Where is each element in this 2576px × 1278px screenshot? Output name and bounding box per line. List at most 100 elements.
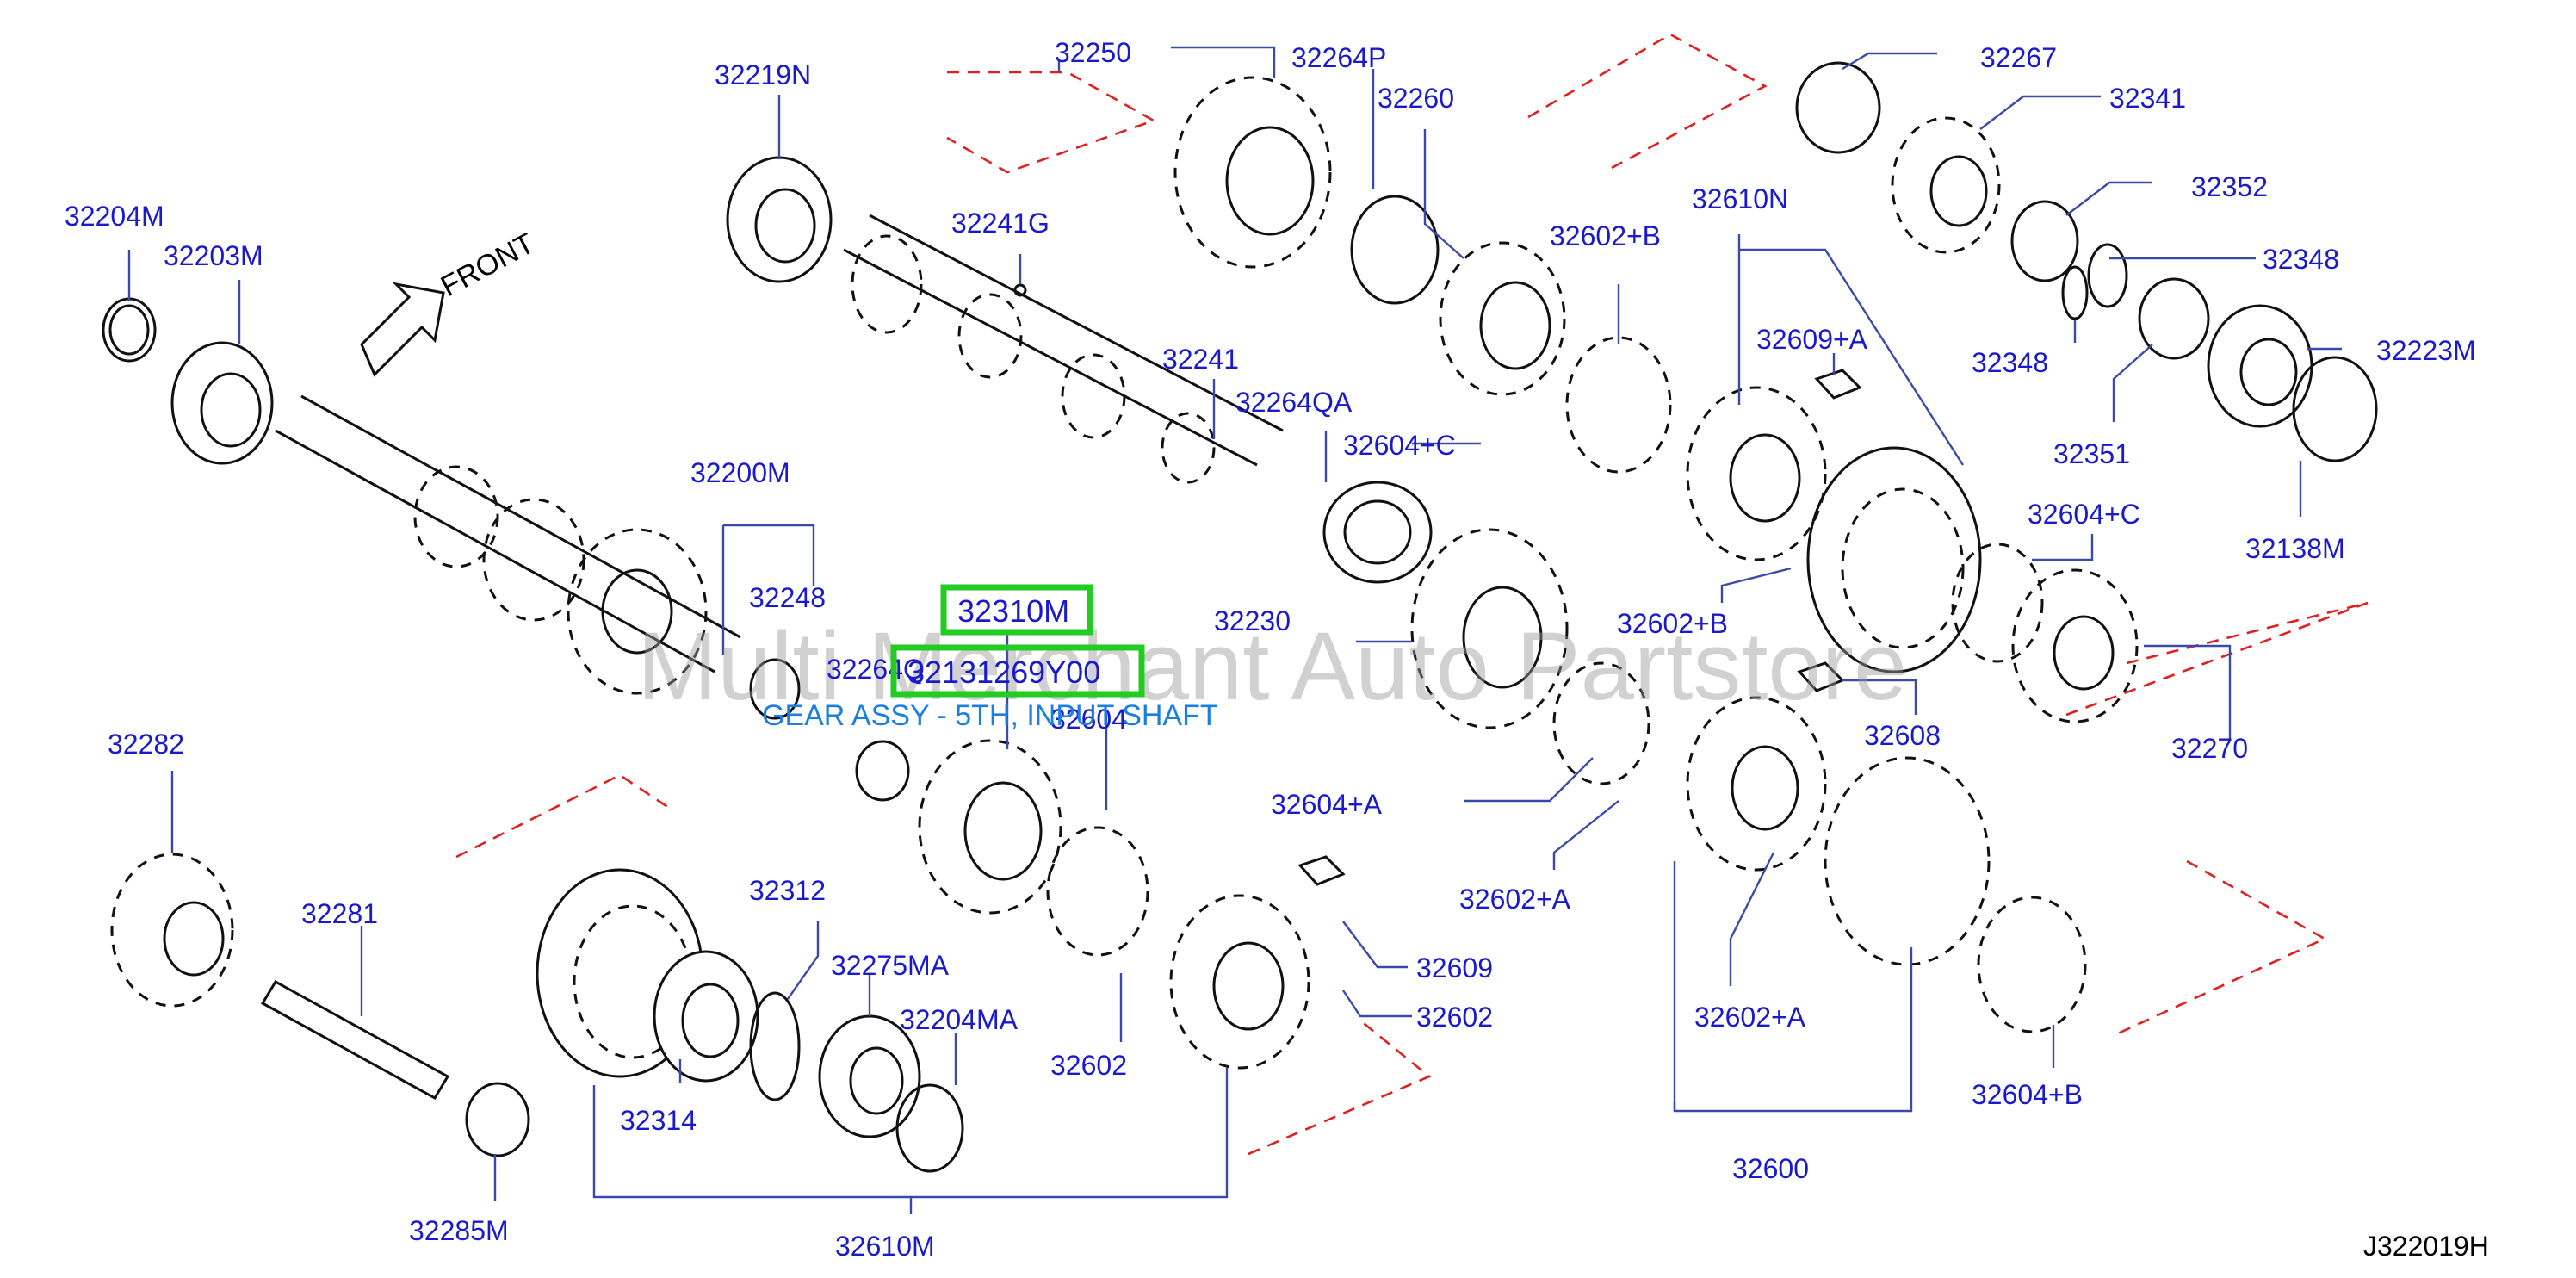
shaft-gear-1 [413,465,499,568]
label-32250[interactable]: 32250 [1055,37,1131,68]
label-32270[interactable]: 32270 [2171,733,2248,764]
label-32241G[interactable]: 32241G [951,208,1050,239]
needle-bearing-32264QA [1322,481,1433,584]
label-32604[interactable]: 32604 [1050,704,1127,735]
label-32609A[interactable]: 32609+A [1756,324,1868,355]
label-32609[interactable]: 32609 [1416,952,1493,983]
gear-32270-bore [2053,615,2115,691]
gear-32310M [918,739,1062,915]
section-outline-bottom-right [2117,859,2327,1035]
leader-32200M [723,524,815,586]
label-32341[interactable]: 32341 [2109,83,2186,114]
part-labels: 32219N 32250 32264P 32267 32341 32260 32… [65,37,2476,1262]
front-label: FRONT [436,227,540,304]
key-32609 [1297,855,1346,886]
gear-32282-bore [163,901,225,977]
label-32241[interactable]: 32241 [1162,344,1239,375]
label-32352[interactable]: 32352 [2191,171,2268,202]
leader-32352 [2065,181,2152,216]
label-32264QA[interactable]: 32264QA [1235,387,1353,418]
shaft-gear-3 [567,528,708,695]
gear-32270 [2011,568,2139,723]
label-32219N[interactable]: 32219N [715,59,811,90]
snap-ring-32312 [749,991,801,1101]
bearing-bore [200,372,262,448]
watermark: Multi Merchant Auto Partstore [637,612,1907,720]
label-32285M[interactable]: 32285M [409,1215,509,1246]
label-32200M[interactable]: 32200M [690,457,790,488]
gear-32314 [653,950,759,1083]
label-32264P[interactable]: 32264P [1291,42,1386,73]
hub-32610N [1686,386,1827,561]
label-32602-b[interactable]: 32602 [1416,1002,1493,1033]
label-32602A-1[interactable]: 32602+A [1459,884,1571,915]
label-32312[interactable]: 32312 [749,875,826,906]
leader-32267 [1842,52,1937,71]
label-32282[interactable]: 32282 [108,729,184,760]
label-32610M[interactable]: 32610M [835,1231,935,1262]
label-32608[interactable]: 32608 [1864,720,1941,751]
highlight-box-part-label[interactable] [940,584,1093,636]
label-32204MA[interactable]: 32204MA [900,1004,1019,1035]
label-32203M[interactable]: 32203M [164,240,263,271]
counter-shaft-body [843,214,1284,467]
label-32260[interactable]: 32260 [1378,83,1454,114]
label-32602-a[interactable]: 32602 [1050,1050,1127,1081]
gear-32341 [1891,116,2001,254]
label-32264Q[interactable]: 32264Q [827,654,925,685]
snap-ring-inner [108,304,150,356]
label-32230[interactable]: 32230 [1214,605,1291,636]
label-32204M[interactable]: 32204M [65,201,164,232]
synchro-32604B [1977,896,2087,1033]
gear-32250 [1173,76,1332,269]
leader-32602b [1342,990,1412,1018]
label-32138M[interactable]: 32138M [2245,533,2345,564]
sleeve-32270-outer [1806,446,1982,673]
label-32600[interactable]: 32600 [1732,1153,1809,1184]
synchro-32604C [1951,543,2044,663]
counter-gear-4 [1161,412,1216,484]
leader-32341 [1979,95,2101,130]
diagram-id: J322019H [2363,1231,2489,1262]
gear-32282 [110,853,234,1008]
highlighted-part: 32310M 32131269Y00 GEAR ASSY - 5TH, INPU… [762,584,1218,732]
label-32351[interactable]: 32351 [2053,438,2130,469]
label-32602B-1[interactable]: 32602+B [1550,220,1661,251]
label-32275MA[interactable]: 32275MA [831,950,950,981]
label-32604C-1[interactable]: 32604+C [1343,430,1456,461]
gear-32230 [1410,528,1569,729]
lower-cluster [110,739,1346,1173]
highlight-description: GEAR ASSY - 5TH, INPUT SHAFT [762,699,1218,732]
snap-ring-32348-a [2087,243,2128,308]
snap-ring-32138M [2292,356,2378,462]
highlight-box-part-number[interactable] [890,644,1145,698]
leader-32604A [1464,757,1594,803]
synchro-cluster [1410,336,2139,1033]
label-32281[interactable]: 32281 [301,898,378,929]
input-shaft-assembly [102,297,801,720]
sleeve-32600 [1824,756,1991,966]
highlight-part-label[interactable]: 32310M [957,593,1069,629]
synchro-32604 [1046,826,1149,957]
label-32604C-2[interactable]: 32604+C [2028,499,2140,530]
snap-ring-32204MA [895,1083,964,1173]
leader-32270 [2144,644,2232,741]
label-32223M[interactable]: 32223M [2376,335,2476,366]
gear-32260 [1439,241,1566,396]
label-32610N[interactable]: 32610N [1692,183,1788,214]
label-32602A-2[interactable]: 32602+A [1694,1002,1806,1033]
label-32604A[interactable]: 32604+A [1271,789,1383,820]
highlight-part-number[interactable]: 32131269Y00 [907,655,1100,690]
label-32248[interactable]: 32248 [749,582,826,613]
label-32602B-2[interactable]: 32602+B [1617,608,1728,639]
label-32348-b[interactable]: 32348 [1972,347,2048,378]
gear-32314-bore [681,983,740,1058]
label-32267[interactable]: 32267 [1980,42,2057,73]
label-32314[interactable]: 32314 [620,1105,697,1136]
leader-32602B2 [1720,567,1792,603]
bushing-32267 [1795,61,1881,154]
needle-bearing-bore [1343,499,1412,565]
label-32604B[interactable]: 32604+B [1972,1079,2083,1110]
shaft-end [749,658,801,720]
label-32348-a[interactable]: 32348 [2263,244,2339,275]
